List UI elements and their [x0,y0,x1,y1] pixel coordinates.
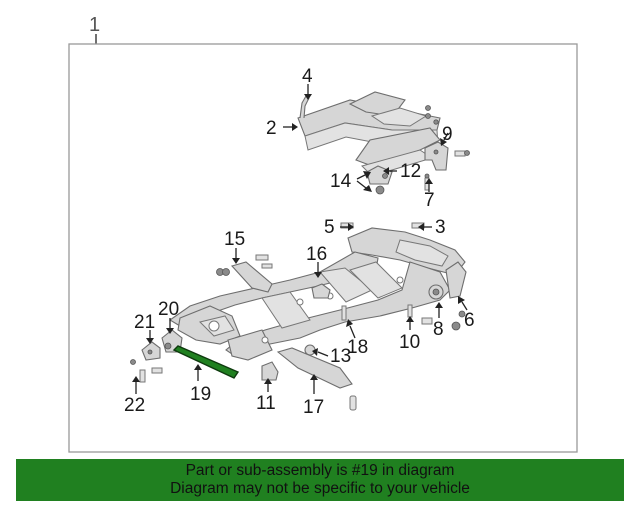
callout-5[interactable]: 5 [324,217,335,238]
bolt-9 [454,150,470,157]
callout-16[interactable]: 16 [306,244,327,265]
bolts-22-lower [130,359,163,383]
callout-21[interactable]: 21 [134,312,155,333]
banner-line-1: Part or sub-assembly is #19 in diagram [185,462,455,479]
leader-lines [132,84,468,394]
bolt-10 [407,304,413,318]
diagram-frame [68,43,578,453]
callout-4[interactable]: 4 [302,66,313,87]
bracket-9 [424,141,449,171]
bolt-22 [349,395,357,411]
banner-line-2: Diagram may not be specific to your vehi… [170,480,470,497]
callout-10[interactable]: 10 [399,332,420,353]
callout-6[interactable]: 6 [464,310,475,331]
callout-13[interactable]: 13 [330,346,351,367]
callout-3[interactable]: 3 [435,217,446,238]
callout-2[interactable]: 2 [266,118,277,139]
upper-crossmember-assembly [297,91,441,177]
front-mount-6 [428,261,467,300]
highlighted-part-19[interactable] [172,345,240,379]
main-frame [168,227,466,361]
bracket-15 [216,254,273,293]
bracket-16 [311,283,331,299]
bolt-5 [340,222,354,229]
info-banner: Part or sub-assembly is #19 in diagram D… [16,459,624,501]
bolt-18 [341,305,347,321]
bracket-21 [141,341,161,361]
callout-1[interactable]: 1 [89,14,100,36]
bolts-8 [421,310,466,331]
callout-19[interactable]: 19 [190,384,211,405]
callout-9[interactable]: 9 [442,124,453,145]
callout-18[interactable]: 18 [347,337,368,358]
callout-labels: 4 2 9 12 14 7 5 3 15 16 6 8 10 18 13 20 … [124,66,475,418]
bracket-11 [261,361,279,381]
callout-12[interactable]: 12 [400,161,421,182]
callout-8[interactable]: 8 [433,319,444,340]
callout-7[interactable]: 7 [424,190,435,211]
brace-17 [276,347,353,389]
callout-20[interactable]: 20 [158,299,179,320]
callout-15[interactable]: 15 [224,229,245,250]
callout-14[interactable]: 14 [330,171,352,192]
callout-17[interactable]: 17 [303,397,324,418]
callout-22[interactable]: 22 [124,395,145,416]
callout-11[interactable]: 11 [256,393,276,414]
